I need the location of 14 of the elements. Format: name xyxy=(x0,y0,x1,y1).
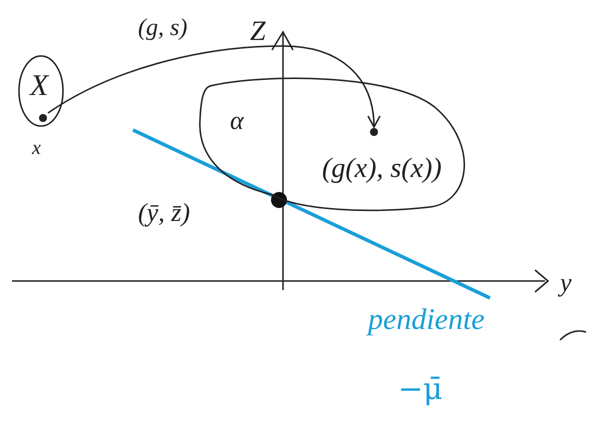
axis-label: Z xyxy=(250,18,266,46)
arrow xyxy=(48,45,380,128)
point xyxy=(38,113,48,123)
point xyxy=(369,127,379,137)
slope-label: pendiente xyxy=(368,305,485,335)
edge-label: (g, s) xyxy=(138,16,188,40)
slope-value: −μ̄ xyxy=(398,375,443,405)
axis-label: y xyxy=(560,270,572,296)
point-label: (ȳ, z̄) xyxy=(138,200,190,226)
set-label: α xyxy=(230,108,244,134)
point-label: x xyxy=(32,138,41,158)
set-label: X xyxy=(30,71,48,101)
set-outline xyxy=(18,55,64,127)
point-label: (g(x), s(x)) xyxy=(322,155,442,183)
